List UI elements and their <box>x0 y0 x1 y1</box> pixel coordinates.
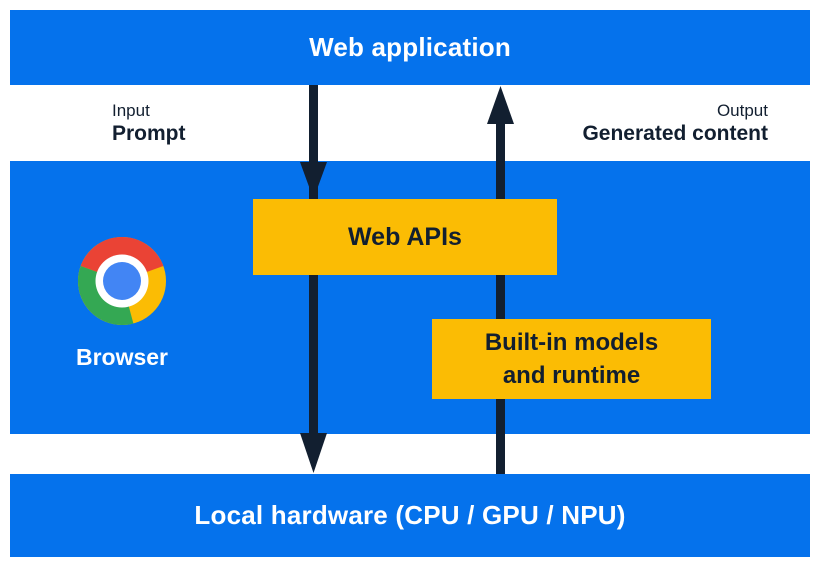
up-arrowhead-to-web-application <box>487 86 514 124</box>
input-prompt-label-group: Input Prompt <box>112 101 186 147</box>
web-apis-box: Web APIs <box>253 199 557 275</box>
web-application-bar: Web application <box>10 10 810 85</box>
chrome-logo-blue-center <box>103 262 141 300</box>
down-arrowhead-to-hardware <box>300 433 327 473</box>
local-hardware-bar: Local hardware (CPU / GPU / NPU) <box>10 474 810 557</box>
web-application-label: Web application <box>309 32 511 62</box>
builtin-models-label-line2: and runtime <box>502 362 641 389</box>
builtin-models-box: Built-in models and runtime <box>432 319 711 399</box>
generated-content-label: Generated content <box>582 122 768 145</box>
output-caption: Output <box>716 101 768 120</box>
builtin-models-label-line1: Built-in models <box>484 329 659 356</box>
output-generated-label-group: Output Generated content <box>582 101 768 147</box>
prompt-label: Prompt <box>112 122 186 145</box>
local-hardware-label: Local hardware (CPU / GPU / NPU) <box>194 500 626 530</box>
browser-label: Browser <box>75 344 169 370</box>
web-apis-label: Web APIs <box>348 222 462 251</box>
chrome-icon <box>78 237 166 325</box>
input-caption: Input <box>112 101 150 120</box>
